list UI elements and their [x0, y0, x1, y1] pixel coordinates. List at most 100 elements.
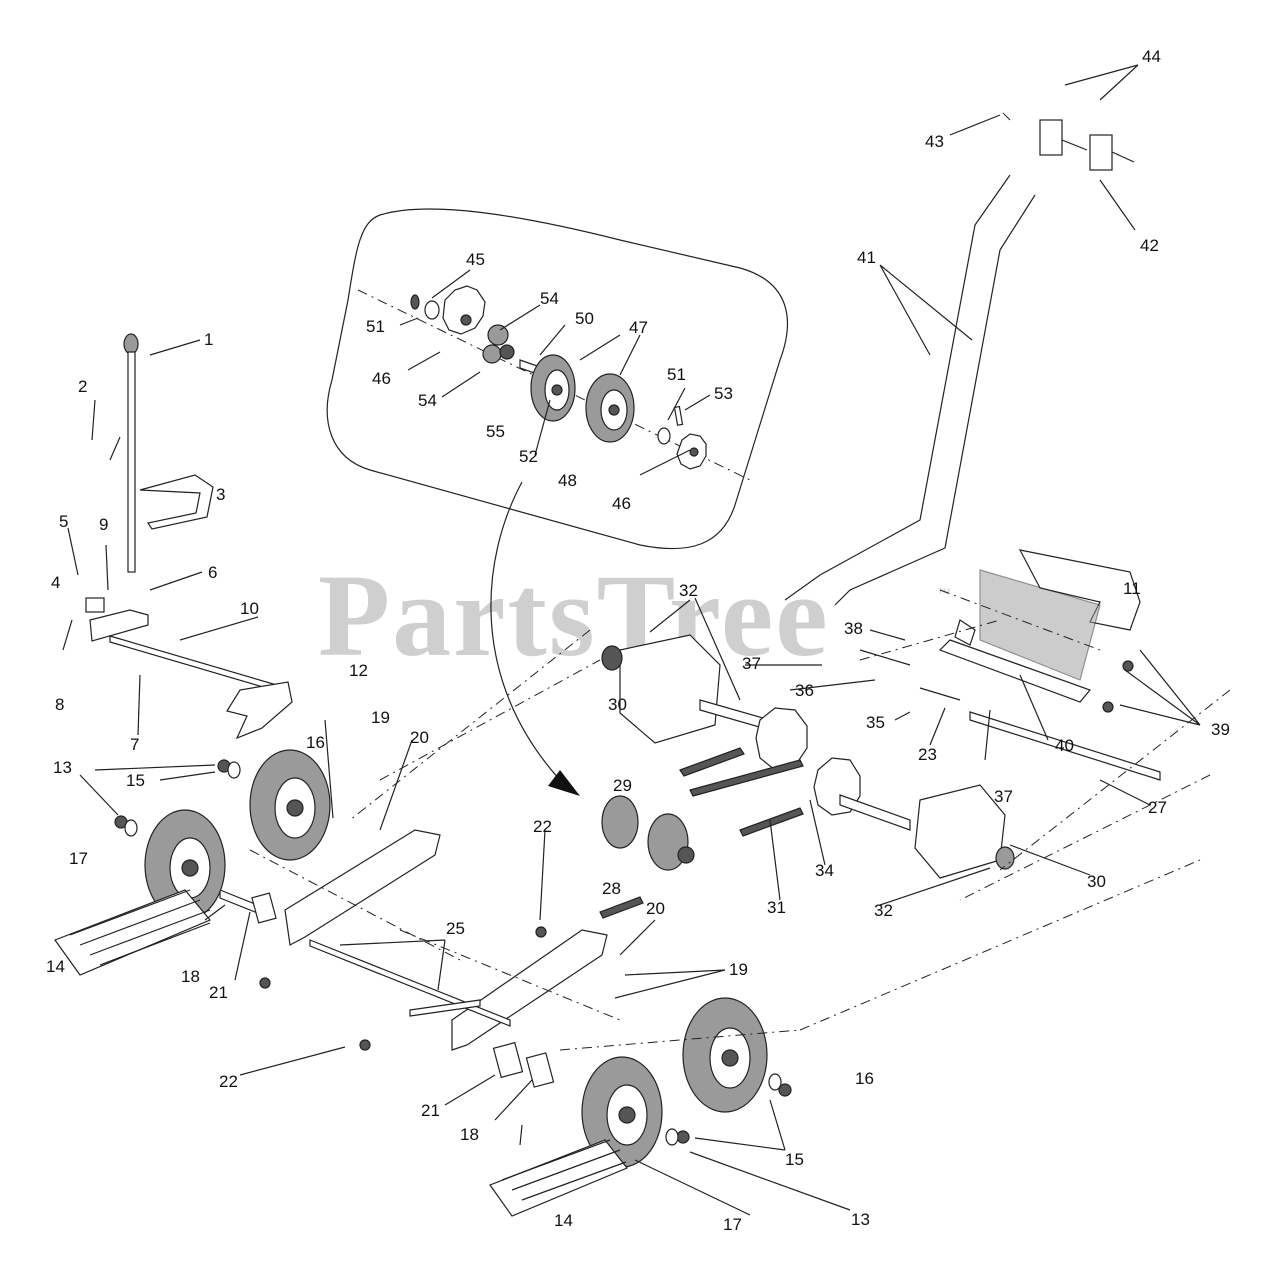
callout-15-upper: 15	[126, 771, 145, 790]
callout-42: 42	[1140, 236, 1159, 255]
callout-29: 29	[613, 776, 632, 795]
callout-51-right: 51	[667, 365, 686, 384]
callout-14-lower: 14	[554, 1211, 573, 1230]
callout-39: 39	[1211, 720, 1230, 739]
gear-cluster-icon	[482, 324, 515, 364]
callout-30-lower: 30	[1087, 872, 1106, 891]
shift-lever-assembly	[85, 333, 293, 740]
callout-48: 48	[558, 471, 577, 490]
callout-16-lower: 16	[855, 1069, 874, 1088]
drive-assembly	[599, 619, 1161, 919]
callout-54-lower: 54	[418, 391, 437, 410]
watermark-text: PartsTree	[318, 550, 830, 681]
track-frame-assembly	[219, 829, 608, 1088]
drive-wheel-icon	[530, 354, 576, 422]
chain-icon	[689, 759, 804, 797]
callout-46-right: 46	[612, 494, 631, 513]
arrowhead-icon	[548, 770, 580, 796]
watermark-trademark: ™	[937, 585, 951, 601]
callout-19-upper: 19	[371, 708, 390, 727]
track-wheel-icon	[682, 997, 768, 1113]
callout-21-left: 21	[209, 983, 228, 1002]
callout-16-upper: 16	[306, 733, 325, 752]
track-tread-icon	[489, 1139, 628, 1217]
callout-17-left: 17	[69, 849, 88, 868]
bearing-flange-icon	[619, 634, 721, 744]
callout-21-lower: 21	[421, 1101, 440, 1120]
callout-51-left: 51	[366, 317, 385, 336]
callout-6: 6	[208, 563, 217, 582]
drive-wheel-icon	[585, 373, 635, 443]
inset-detail-box	[326, 208, 789, 550]
callout-52: 52	[519, 447, 538, 466]
callout-28: 28	[602, 879, 621, 898]
callout-22-lower: 22	[219, 1072, 238, 1091]
control-rod-assembly	[784, 119, 1135, 606]
callout-19-lower: 19	[729, 960, 748, 979]
callout-40: 40	[1055, 736, 1074, 755]
callout-32-upper: 32	[679, 581, 698, 600]
callout-13-lower: 13	[851, 1210, 870, 1229]
hardware-icons	[114, 660, 1134, 1146]
callout-35: 35	[866, 713, 885, 732]
chute-assembly	[938, 549, 1141, 703]
callout-47: 47	[629, 318, 648, 337]
callout-55: 55	[486, 422, 505, 441]
callout-5: 5	[59, 512, 68, 531]
callout-25: 25	[446, 919, 465, 938]
sprocket-icon	[755, 707, 808, 771]
washer-icon	[424, 300, 440, 320]
callout-18-lower: 18	[460, 1125, 479, 1144]
callout-15-lower: 15	[785, 1150, 804, 1169]
callout-43: 43	[925, 132, 944, 151]
shaft-icon	[839, 794, 911, 831]
callout-50: 50	[575, 309, 594, 328]
sprocket-icon	[442, 285, 486, 335]
callout-37-upper: 37	[742, 654, 761, 673]
track-tread-icon	[54, 889, 211, 976]
callout-11: 11	[1123, 579, 1141, 598]
callout-7: 7	[130, 735, 139, 754]
bearing-flange-icon	[914, 784, 1006, 879]
callout-18-left: 18	[181, 967, 200, 986]
chain-icon	[679, 747, 745, 777]
callout-41: 41	[857, 248, 876, 267]
snap-ring-icon	[410, 294, 420, 310]
callout-12: 12	[349, 661, 368, 680]
callout-23: 23	[918, 745, 937, 764]
callout-38: 38	[844, 619, 863, 638]
callout-31: 31	[767, 898, 786, 917]
callout-13-upper: 13	[53, 758, 72, 777]
callout-22-mid: 22	[533, 817, 552, 836]
leader-lines	[62, 64, 1231, 1216]
callout-44: 44	[1142, 47, 1161, 66]
callout-27: 27	[1148, 798, 1167, 817]
callout-1: 1	[204, 330, 213, 349]
callout-36: 36	[795, 681, 814, 700]
callout-4: 4	[51, 573, 60, 592]
callout-17-lower: 17	[723, 1215, 742, 1234]
callout-2: 2	[78, 377, 87, 396]
track-wheel-icon	[249, 749, 331, 861]
callout-30-upper: 30	[608, 695, 627, 714]
detail-arrow	[490, 481, 561, 781]
key-icon	[673, 405, 684, 426]
callout-labels: 1 2 3 4 5 6 7 8 9 10 11 12 13 14 15 16 1…	[46, 47, 1230, 1234]
callout-20-upper: 20	[410, 728, 429, 747]
callout-3: 3	[216, 485, 225, 504]
track-wheel-icon	[581, 1056, 663, 1168]
callout-54-upper: 54	[540, 289, 559, 308]
callout-34: 34	[815, 861, 834, 880]
callout-10: 10	[240, 599, 259, 618]
callout-53: 53	[714, 384, 733, 403]
callout-32-lower: 32	[874, 901, 893, 920]
callout-46-left: 46	[372, 369, 391, 388]
callout-37-lower: 37	[994, 787, 1013, 806]
track-wheel-icon	[144, 809, 226, 921]
callout-9: 9	[99, 515, 108, 534]
callout-45: 45	[466, 250, 485, 269]
callout-8: 8	[55, 695, 64, 714]
washer-icon	[657, 427, 671, 445]
callout-14-left: 14	[46, 957, 65, 976]
